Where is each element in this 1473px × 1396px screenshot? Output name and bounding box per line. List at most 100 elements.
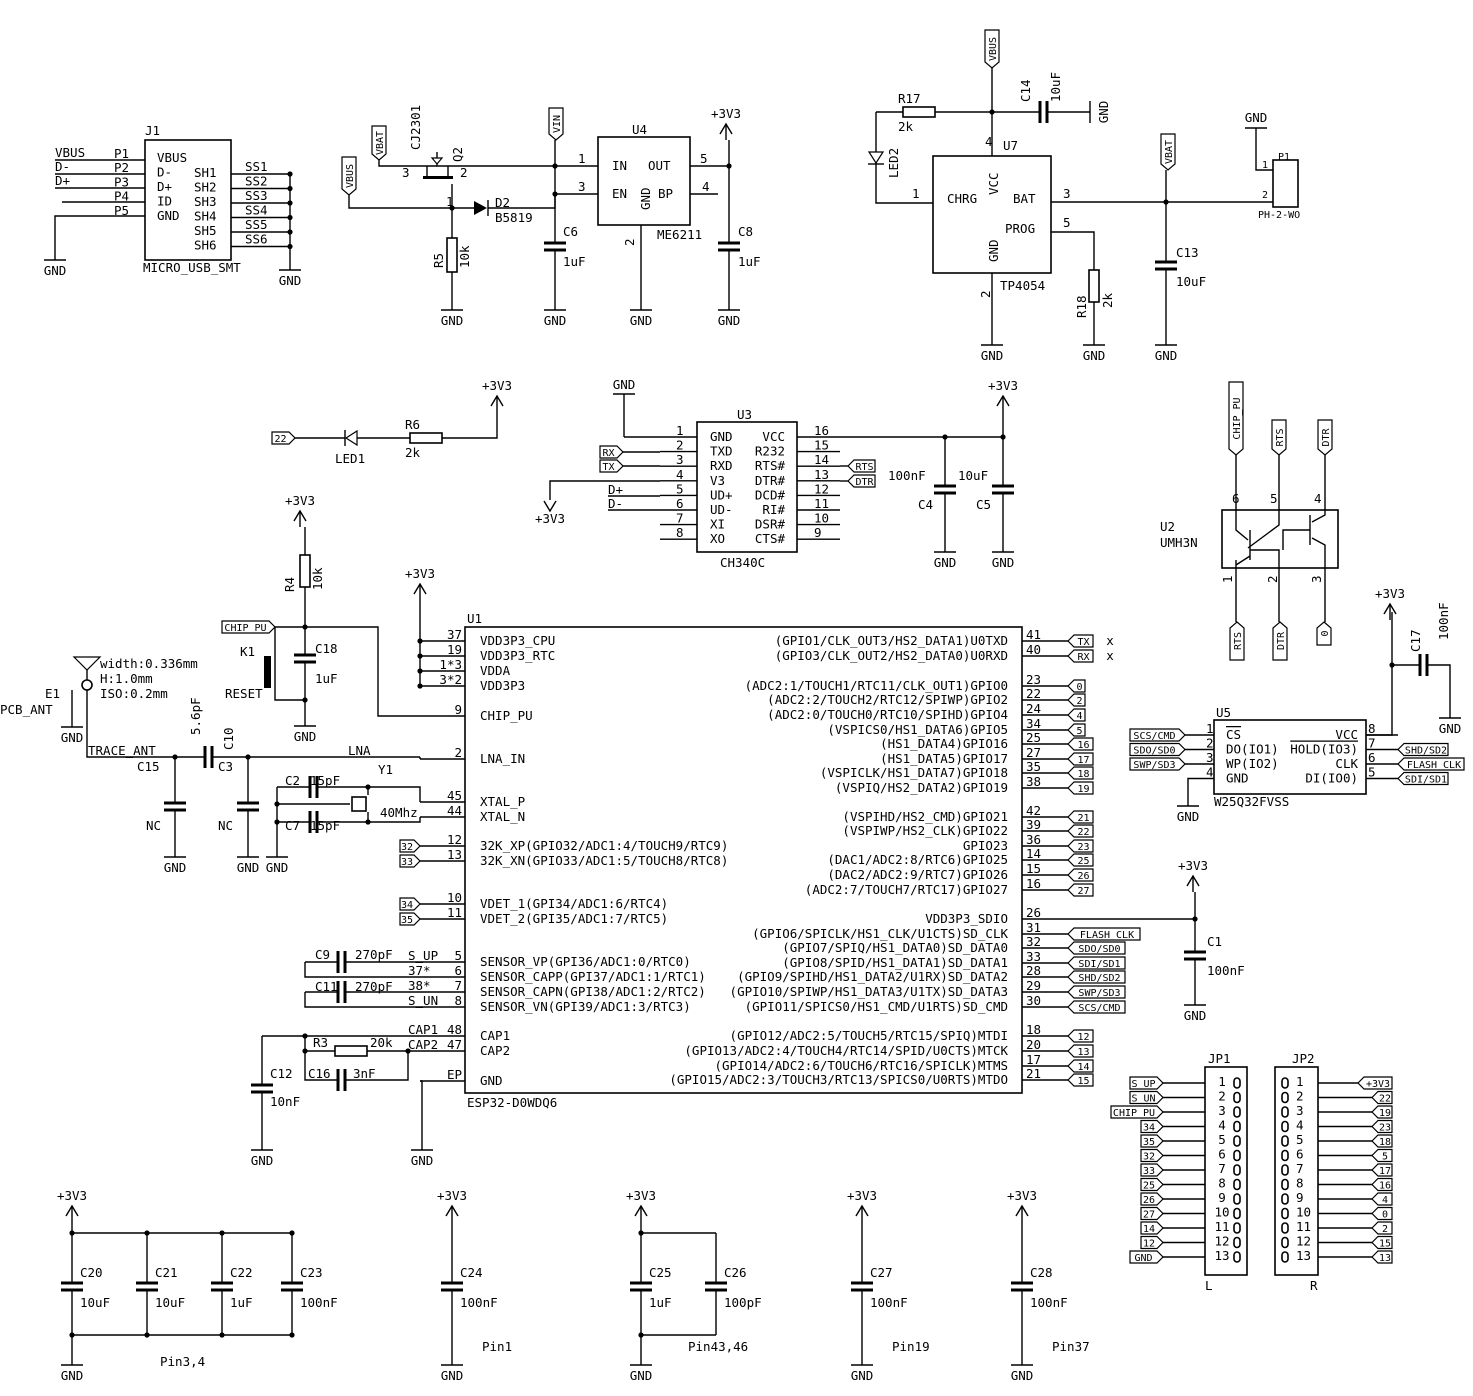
pin-name: (VSPICS0/HS1_DATA6)GPIO5 [827,722,1008,737]
cap-value: 1uF [649,1295,672,1310]
pin-name: 32K_XP(GPIO32/ADC1:4/TOUCH9/RTC9) [480,838,728,853]
label: 3nF [353,1066,376,1081]
ground-label: GND [630,313,653,328]
pin-name: (GPIO6/SPICLK/HS1_CLK/U1CTS)SD_CLK [752,926,1008,941]
net-flag [1140,1206,1164,1221]
pin-name: VDET_1(GPI34/ADC1:6/RTC4) [480,896,668,911]
cap-ref: C24 [460,1265,483,1280]
pin-number: 18 [1026,1022,1041,1037]
net-flag [1371,1250,1393,1264]
capacitor-plate [136,1281,158,1285]
net-flag [1067,1029,1094,1043]
label: C4 [918,497,933,512]
pin-number: 2 [1296,1089,1304,1104]
ground-label: GND [61,730,84,745]
label: 3 [578,179,586,194]
label: 5 [700,151,708,166]
net-flag-label: RTS [1233,632,1244,650]
header-pad [1281,1193,1289,1205]
led-icon [344,429,358,447]
label: 4 [702,179,710,194]
label: LED1 [335,451,365,466]
pin-name: VCC [762,429,785,444]
pin-number: 13 [447,847,462,862]
pin-number: 11 [1296,1219,1311,1234]
supply-label: +3V3 [1178,858,1208,873]
net-flag [1140,1148,1164,1163]
label: JP2 [1292,1051,1315,1066]
label: ISO:0.2mm [100,686,168,701]
junction-dot [638,1230,644,1236]
header-pad [1233,1178,1241,1191]
ground-label: GND [441,1368,464,1383]
label: U7 [1003,138,1018,153]
mosfet-diode-icon [430,157,444,165]
pin-number: 5 [1296,1132,1304,1147]
ground-label: GND [1096,101,1111,124]
net-flag-label: 17 [1379,1166,1391,1177]
pin-name: VCC [1335,727,1358,742]
net-flag [271,431,296,445]
label: CJ2301 [408,105,423,150]
label: RESET [225,686,263,701]
label: 15pF [310,818,340,833]
label: D+ [608,482,623,497]
pin-number: 6 [454,963,462,978]
net-flag [1397,771,1449,786]
pin-number: 8 [676,525,684,540]
net-flag-label: 14 [1143,1224,1155,1235]
resistor-symbol [409,432,443,444]
ground-label: GND [851,1368,874,1383]
label: 5 [1063,215,1071,230]
net-flag [847,474,876,488]
label: C11 [315,979,338,994]
wire [317,817,421,823]
capacitor-plate [1011,1281,1033,1285]
pin-number: 28 [1026,963,1041,978]
net-flag [1067,853,1094,867]
cap-value: 10uF [80,1295,110,1310]
wire [317,786,421,802]
reset-button-icon [264,656,271,688]
pin-name: RI# [762,502,785,517]
pin-number: 30 [1026,993,1041,1008]
label: JP1 [1208,1051,1231,1066]
net-flag-label: VIN [552,115,563,133]
net-flag-label: SCS/CMD [1078,1003,1120,1014]
pin-name: (GPIO3/CLK_OUT2/HS2_DATA0)U0RXD [775,648,1008,663]
junction-dot [365,784,371,790]
net-flag-label: 34 [401,900,413,911]
net-label: SS5 [245,217,268,232]
header-pad [1233,1149,1241,1162]
supply-label: +3V3 [1375,586,1405,601]
capacitor-plate [308,776,312,798]
header-jp2 [1274,1066,1319,1276]
wire [875,112,933,204]
autoreset-body [1221,509,1339,569]
junction-dot [302,1048,308,1054]
net-flag-label: 18 [1379,1137,1391,1148]
net-flag-label: 35 [401,915,413,926]
capacitor-plate [211,1281,233,1285]
wire [345,1051,409,1081]
junction-dot [552,191,558,197]
net-flag [984,29,1000,69]
pin-name: XTAL_P [480,794,525,809]
label: 2 [1262,190,1268,201]
wire [442,412,498,439]
pin-name: RXD [710,458,733,473]
net-flag-label: 22 [1379,1094,1391,1105]
pin-name: LNA_IN [480,751,525,766]
pin-name: DTR# [755,473,786,488]
label: R17 [898,91,921,106]
pin-number: 11 [1214,1219,1229,1234]
label: MICRO_USB_SMT [143,260,241,275]
wire [1366,612,1393,736]
label: 1 [1262,160,1268,171]
ground-label: GND [294,729,317,744]
label: U5 [1216,705,1231,720]
junction-dot [405,1048,411,1054]
net-flag [1140,1235,1164,1250]
net-flag [1371,1235,1393,1250]
